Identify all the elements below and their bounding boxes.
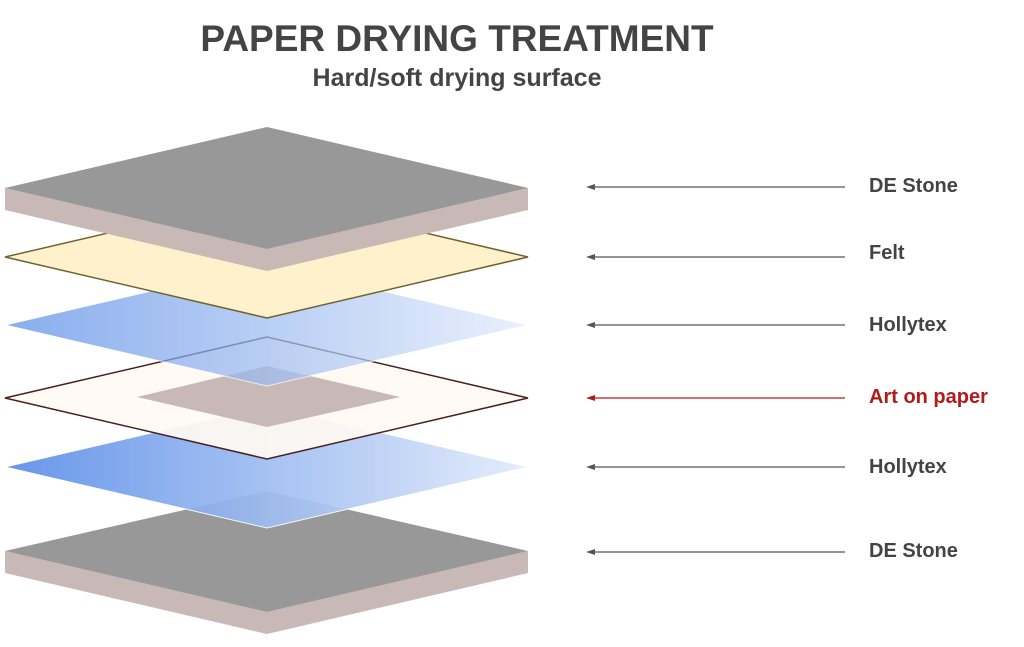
label-hollytex-top: Hollytex bbox=[869, 314, 947, 336]
arrow-hollytex-bottom bbox=[586, 464, 845, 470]
arrow-felt bbox=[586, 254, 845, 260]
label-de-stone-top: DE Stone bbox=[869, 175, 958, 197]
label-felt: Felt bbox=[869, 242, 905, 264]
diagram-subtitle: Hard/soft drying surface bbox=[312, 64, 602, 92]
arrow-art-on-paper bbox=[586, 395, 845, 401]
artwork-area bbox=[137, 366, 400, 427]
arrow-de-stone-bottom bbox=[586, 549, 845, 555]
arrow-hollytex-top bbox=[586, 322, 845, 328]
label-de-stone-bottom: DE Stone bbox=[869, 540, 958, 562]
de-stone-bottom-layer bbox=[5, 491, 528, 634]
label-hollytex-bottom: Hollytex bbox=[869, 456, 947, 478]
de-stone-top-layer bbox=[5, 127, 528, 271]
diagram-title: PAPER DRYING TREATMENT bbox=[200, 18, 714, 59]
arrow-de-stone-top bbox=[586, 184, 845, 190]
label-art-on-paper: Art on paper bbox=[869, 386, 988, 408]
